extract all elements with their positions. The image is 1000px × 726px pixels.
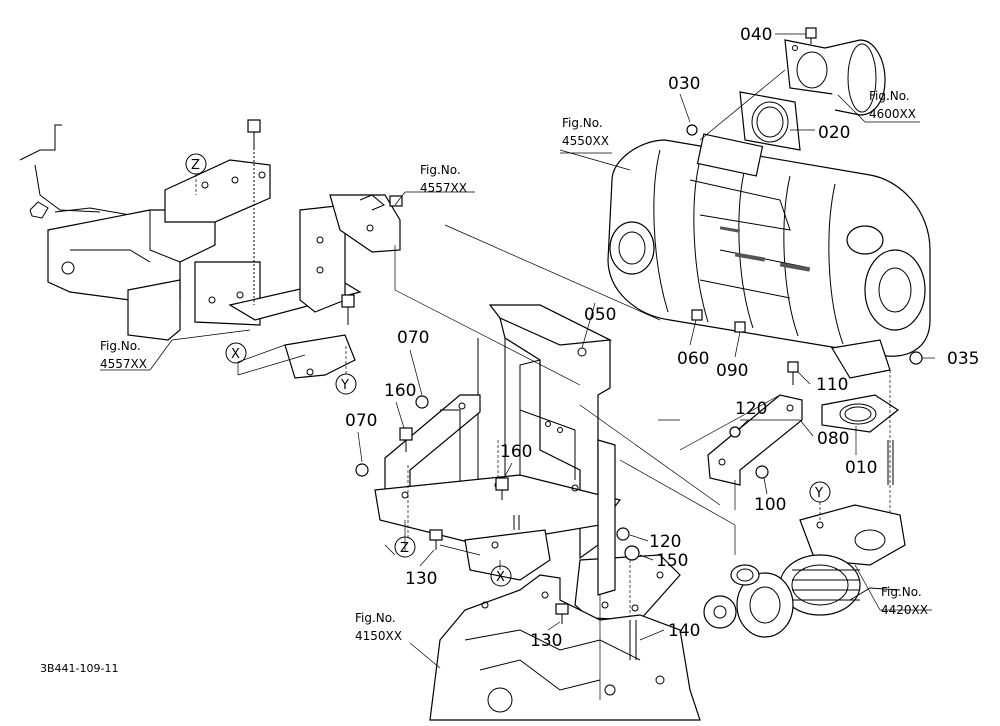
part-label-160-left: 160	[384, 381, 416, 401]
part-label-130-lower: 130	[530, 631, 562, 651]
fig-ref-4600-number: 4600XX	[869, 107, 916, 121]
figure-references: Fig.No. 4600XX Fig.No. 4550XX Fig.No. 45…	[100, 89, 928, 669]
fig-ref-4150-number: 4150XX	[355, 629, 402, 643]
reference-markers: Z X Y Y Z X	[185, 153, 831, 587]
part-label-160-center: 160	[500, 442, 532, 462]
fig-ref-4557-left-number: 4557XX	[100, 357, 147, 371]
inlet-pipe-4600	[699, 27, 920, 151]
part-label-010: 010	[845, 458, 877, 478]
fig-ref-4420-title: Fig.No.	[881, 585, 922, 599]
ref-marker-x-bottom: X	[490, 565, 512, 587]
ref-marker-z-bottom: Z	[394, 536, 416, 558]
svg-text:X: X	[231, 347, 240, 362]
left-bracket-assembly	[19, 119, 475, 379]
part-label-040: 040	[740, 25, 772, 45]
part-label-140: 140	[668, 621, 700, 641]
part-label-050: 050	[584, 305, 616, 325]
part-label-070-upper: 070	[397, 328, 429, 348]
fig-ref-4150-title: Fig.No.	[355, 611, 396, 625]
part-number-labels: 040 030 020 050 060 090 035 110 070 160 …	[345, 25, 979, 651]
part-label-090: 090	[716, 361, 748, 381]
part-label-080: 080	[817, 429, 849, 449]
ref-marker-z-top: Z	[185, 153, 207, 195]
svg-text:X: X	[496, 570, 505, 585]
svg-text:Y: Y	[340, 378, 349, 393]
fig-ref-4550-number: 4550XX	[562, 134, 609, 148]
part-label-130-left: 130	[405, 569, 437, 589]
part-label-035: 035	[947, 349, 979, 369]
ref-marker-y-right: Y	[809, 481, 831, 520]
engine-block-4150	[429, 574, 701, 721]
turbocharger-4420	[703, 504, 932, 638]
part-label-120-lower: 120	[649, 532, 681, 552]
drawing-code: 3B441-109-11	[40, 662, 118, 675]
fasteners	[355, 224, 736, 700]
part-label-100: 100	[754, 495, 786, 515]
fig-ref-4420-number: 4420XX	[881, 603, 928, 617]
gasket-010	[821, 370, 900, 530]
part-label-070-left: 070	[345, 411, 377, 431]
ref-marker-y-left: Y	[335, 345, 357, 395]
part-label-020: 020	[818, 123, 850, 143]
label-leaders	[357, 93, 935, 641]
svg-text:Y: Y	[814, 486, 823, 501]
fig-ref-4600-title: Fig.No.	[869, 89, 910, 103]
bracket-080	[679, 361, 803, 486]
part-label-150: 150	[656, 551, 688, 571]
svg-text:Z: Z	[191, 158, 200, 173]
svg-text:Z: Z	[400, 541, 409, 556]
part-label-060: 060	[677, 349, 709, 369]
main-bracket-050	[374, 304, 681, 700]
fig-ref-4550-title: Fig.No.	[562, 116, 603, 130]
fig-ref-4557-left-title: Fig.No.	[100, 339, 141, 353]
part-label-120-upper: 120	[735, 399, 767, 419]
fig-ref-4557-upper-title: Fig.No.	[420, 163, 461, 177]
ref-marker-x-left: X	[225, 342, 247, 364]
part-label-110: 110	[816, 375, 848, 395]
dpf-muffler-4550	[559, 124, 931, 379]
part-label-030: 030	[668, 74, 700, 94]
fig-ref-4557-upper-number: 4557XX	[420, 181, 467, 195]
